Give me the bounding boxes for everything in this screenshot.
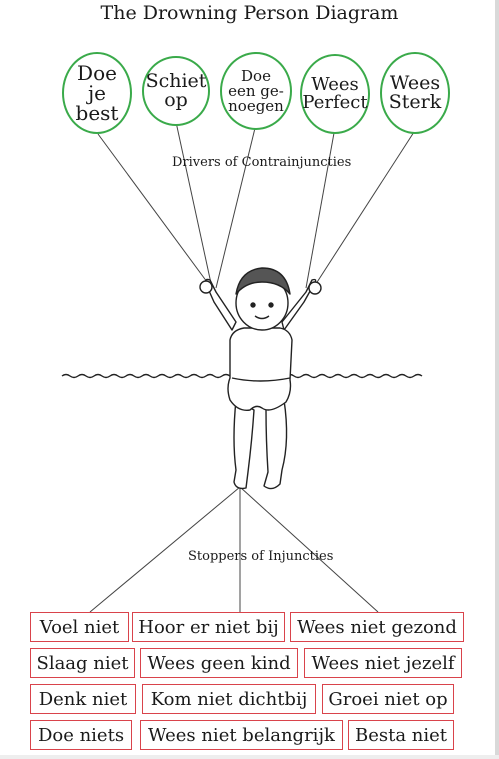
drivers-caption: Drivers of Contrainjuncties: [172, 155, 352, 170]
string-line-2: [175, 121, 213, 289]
stopper-label: Voel niet: [39, 616, 120, 638]
anchor-line-left: [89, 486, 241, 613]
driver-label: Schiet op: [145, 70, 207, 111]
stopper-box: Kom niet dichtbij: [142, 684, 316, 714]
driver-label: Wees Sterk: [388, 72, 442, 113]
stopper-box: Voel niet: [30, 612, 129, 642]
driver-balloon-doe-een-genoegen: Doe een ge- noegen: [220, 52, 292, 130]
stopper-box: Wees niet jezelf: [304, 648, 462, 678]
string-line-1: [97, 133, 211, 287]
stopper-box: Doe niets: [30, 720, 132, 750]
stopper-box: Besta niet: [348, 720, 454, 750]
stopper-box: Groei niet op: [322, 684, 454, 714]
stopper-label: Wees geen kind: [147, 652, 291, 674]
stopper-box: Slaag niet: [30, 648, 135, 678]
bottom-page-edge: [0, 755, 499, 759]
stopper-label: Wees niet jezelf: [311, 652, 455, 674]
stopper-label: Wees niet gezond: [297, 616, 457, 638]
stopper-label: Hoor er niet bij: [138, 616, 279, 638]
stopper-label: Doe niets: [37, 724, 125, 746]
stoppers-caption: Stoppers of Injuncties: [188, 549, 334, 564]
stopper-label: Groei niet op: [328, 688, 448, 710]
string-line-3: [215, 123, 257, 289]
driver-balloon-wees-sterk: Wees Sterk: [380, 52, 450, 134]
stopper-label: Denk niet: [38, 688, 128, 710]
driver-label: Doe een ge- noegen: [228, 66, 284, 115]
stopper-label: Kom niet dichtbij: [150, 688, 308, 710]
right-page-edge: [495, 0, 499, 759]
stopper-box: Wees niet belangrijk: [140, 720, 343, 750]
driver-balloon-schiet-op: Schiet op: [142, 56, 210, 126]
stopper-box: Hoor er niet bij: [132, 612, 285, 642]
stopper-label: Slaag niet: [36, 652, 129, 674]
driver-balloon-doe-je-best: Doe je best: [62, 52, 132, 134]
driver-label: Doe je best: [75, 61, 119, 125]
diagram-title: The Drowning Person Diagram: [100, 2, 399, 24]
stopper-box: Wees geen kind: [140, 648, 298, 678]
stopper-box: Wees niet gezond: [290, 612, 464, 642]
stopper-box: Denk niet: [30, 684, 136, 714]
driver-balloon-wees-perfect: Wees Perfect: [300, 54, 370, 134]
driver-label: Wees Perfect: [302, 74, 368, 113]
stopper-label: Wees niet belangrijk: [148, 724, 335, 746]
child-figure: [199, 267, 322, 490]
string-line-4: [305, 132, 335, 289]
string-line-5: [311, 131, 415, 291]
stopper-label: Besta niet: [354, 724, 448, 746]
anchor-line-right: [239, 486, 379, 613]
